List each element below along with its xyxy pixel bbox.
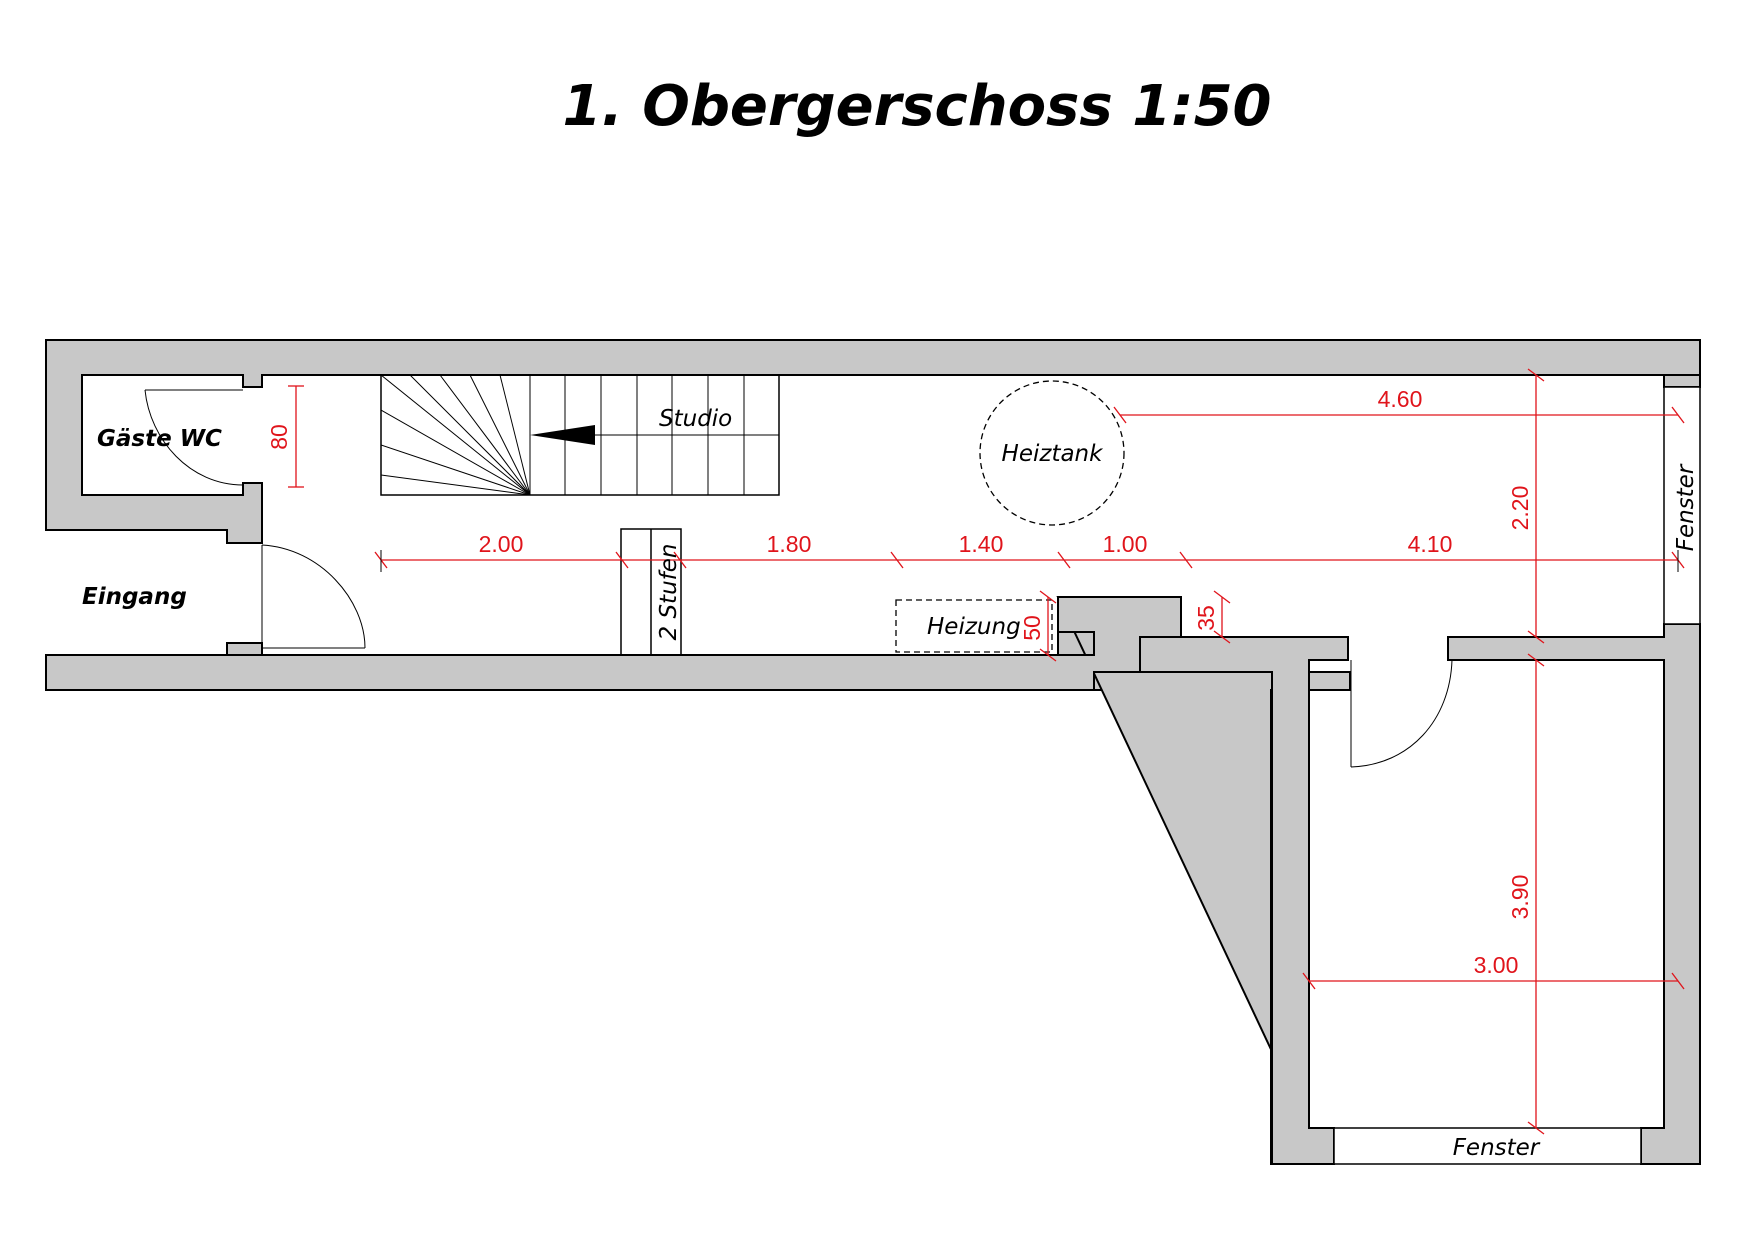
walls-final <box>45 596 1701 1165</box>
window-bottom <box>1333 1127 1642 1165</box>
dim-seg-4: 1.00 <box>1103 531 1148 557</box>
dim-seg-3: 1.40 <box>959 531 1004 557</box>
dimension-labels: 80 2.00 1.80 1.40 1.00 4.10 4.60 2.20 50… <box>266 386 1533 978</box>
wall-segment-4 <box>1447 623 1701 1165</box>
dim-room-width: 3.00 <box>1474 952 1519 978</box>
wall-right-top-stub <box>1663 374 1701 388</box>
door-room-swing <box>1350 659 1453 768</box>
staircase <box>380 374 780 496</box>
heiztank-circle <box>979 380 1125 526</box>
wall-segment-1 <box>45 596 1182 691</box>
label-window-right: Fenster <box>1673 463 1699 551</box>
heizung-outline <box>895 599 1053 653</box>
label-studio: Studio <box>659 406 732 432</box>
dim-heizung-depth: 50 <box>1019 615 1045 641</box>
window-right <box>1663 386 1701 625</box>
room-labels: Gäste WC Eingang Studio Heiztank Heizung… <box>82 406 1699 1161</box>
dim-seg-2: 1.80 <box>767 531 812 557</box>
steps-block <box>620 528 682 656</box>
wall-top <box>45 339 1701 544</box>
dim-seg-5: 4.10 <box>1408 531 1453 557</box>
dim-wc-door: 80 <box>266 424 292 450</box>
plan-title: 1. Obergerschoss 1:50 <box>562 74 1271 139</box>
label-entrance: Eingang <box>82 584 187 610</box>
door-wc-swing <box>144 389 244 486</box>
windows <box>1333 386 1701 1165</box>
stair-arrow-icon <box>530 425 595 445</box>
doors <box>144 389 1453 768</box>
label-heiztank: Heiztank <box>1002 441 1105 467</box>
label-window-bottom: Fenster <box>1453 1135 1541 1161</box>
dim-height-upper: 2.20 <box>1507 486 1533 531</box>
wall-entrance-block <box>226 642 263 656</box>
label-steps: 2 Stufen <box>656 544 682 641</box>
door-entrance-swing <box>261 544 366 649</box>
dim-room-height: 3.90 <box>1507 875 1533 920</box>
label-heizung: Heizung <box>927 614 1021 640</box>
dim-niche-depth: 35 <box>1193 605 1219 631</box>
dim-seg-1: 2.00 <box>479 531 524 557</box>
label-guest-wc: Gäste WC <box>97 426 222 452</box>
dim-upper-right: 4.60 <box>1378 386 1423 412</box>
dimension-lines <box>288 368 1685 1135</box>
